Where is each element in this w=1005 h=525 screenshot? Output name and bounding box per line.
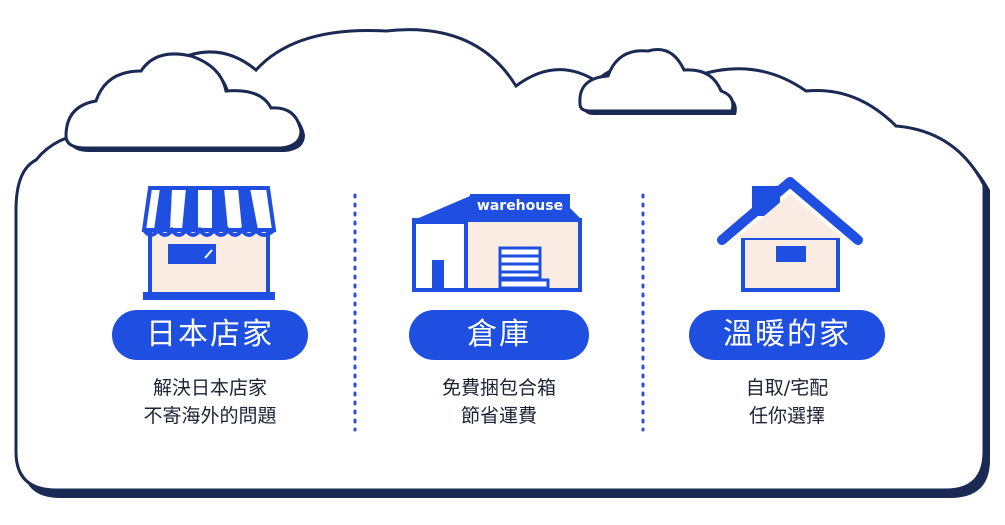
storefront-icon <box>141 186 277 300</box>
card-japan-store: 日本店家 解決日本店家 不寄海外的問題 <box>80 310 340 430</box>
card-warehouse: 倉庫 免費捆包合箱 節省運費 <box>369 310 629 430</box>
description-line: 解決日本店家 <box>152 377 267 399</box>
description-line: 自取/宅配 <box>745 377 829 399</box>
description-line: 不寄海外的問題 <box>143 405 277 427</box>
card-home: 溫暖的家 自取/宅配 任你選擇 <box>657 310 917 430</box>
warehouse-icon <box>412 194 582 292</box>
card-description: 解決日本店家 不寄海外的問題 <box>80 374 340 430</box>
house-icon <box>717 177 863 292</box>
card-title-pill: 倉庫 <box>409 310 589 360</box>
card-description: 自取/宅配 任你選擇 <box>657 374 917 430</box>
card-description: 免費捆包合箱 節省運費 <box>369 374 629 430</box>
card-title-pill: 日本店家 <box>112 310 308 360</box>
card-title-pill: 溫暖的家 <box>689 310 885 360</box>
description-line: 免費捆包合箱 <box>441 377 556 399</box>
description-line: 任你選擇 <box>748 405 825 427</box>
warehouse-sign: warehouse <box>476 198 564 214</box>
description-line: 節省運費 <box>460 405 537 427</box>
